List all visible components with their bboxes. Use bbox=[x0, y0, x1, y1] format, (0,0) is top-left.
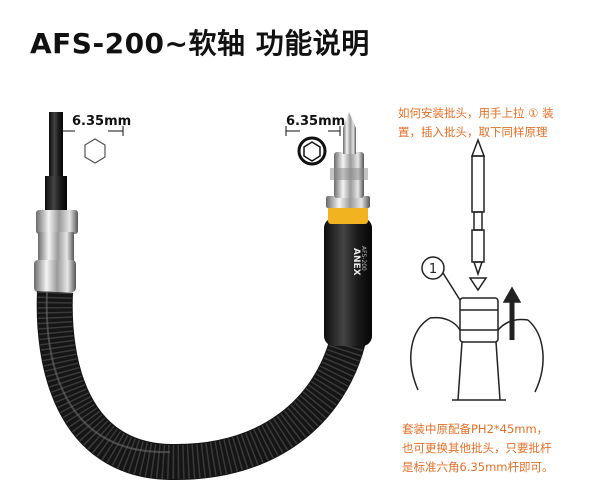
callout-number: 1 bbox=[429, 262, 437, 277]
install-note-line-2: 置，插入批头，取下同样原理 bbox=[398, 125, 548, 139]
socket-hexagon-icon bbox=[303, 141, 321, 162]
spec-note-line-3: 是标准六角6.35mm杆即可。 bbox=[402, 460, 554, 474]
spec-note-line-2: 也可更换其他批头，只要批杆 bbox=[402, 441, 552, 455]
install-note-line-1: 如何安装批头，用手上拉 ① 装 bbox=[398, 106, 554, 120]
dimension-arrow-right bbox=[285, 126, 341, 136]
spec-note-line-1: 套装中原配备PH2*45mm， bbox=[402, 422, 549, 436]
brand-mark: ANEX bbox=[351, 248, 361, 276]
hex-shank-left bbox=[45, 112, 67, 214]
flexible-hose bbox=[36, 291, 366, 481]
hexagon-icon bbox=[84, 138, 106, 164]
install-note: 如何安装批头，用手上拉 ① 装 置，插入批头，取下同样原理 bbox=[398, 104, 554, 142]
model-mark: AFS-200 bbox=[360, 246, 367, 271]
dimension-label-right: 6.35mm bbox=[286, 114, 346, 129]
socket-circle-icon bbox=[297, 136, 327, 166]
rubber-grip bbox=[324, 196, 372, 346]
dimension-arrow-left bbox=[59, 126, 124, 136]
page-title: AFS-200~软轴 功能说明 bbox=[30, 27, 370, 60]
dimension-label-left: 6.35mm bbox=[72, 114, 132, 129]
chrome-socket-right bbox=[330, 152, 368, 198]
spec-note: 套装中原配备PH2*45mm， 也可更换其他批头，只要批杆 是标准六角6.35m… bbox=[402, 420, 554, 477]
screwdriver-bit bbox=[343, 112, 356, 154]
install-diagram bbox=[410, 137, 544, 401]
chrome-coupler-left bbox=[34, 210, 78, 292]
